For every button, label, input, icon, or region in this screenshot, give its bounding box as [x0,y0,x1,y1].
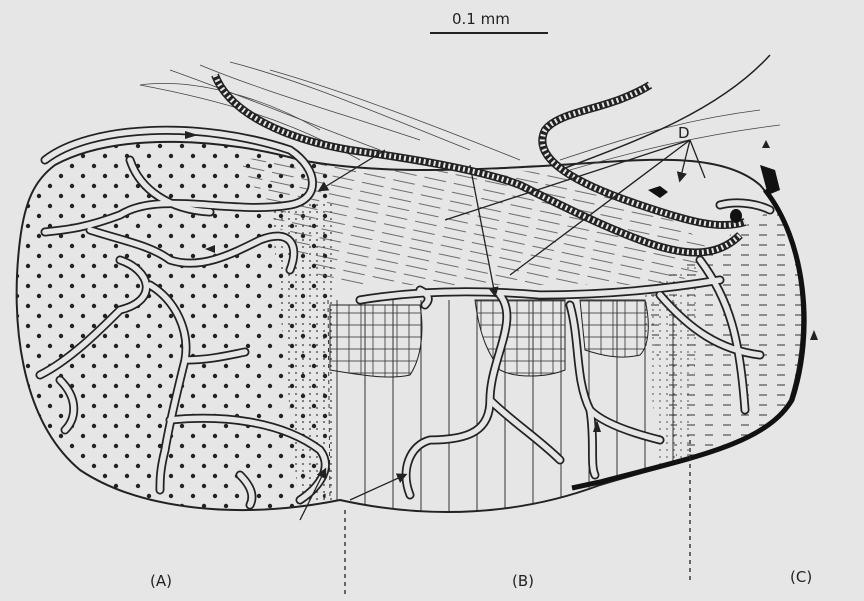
grid-block-1 [330,305,422,377]
scale-bar-label: 0.1 mm [452,10,510,28]
flow-arrow-5 [810,330,818,340]
region-a-label: (A) [150,572,172,590]
region-b-label: (B) [512,572,534,590]
callout-d-line-4 [690,140,705,178]
callout-d-label: D [678,124,690,142]
cell-oval [730,209,742,223]
scale-bar: 0.1 mm [430,10,548,33]
region-c-label: (C) [790,568,812,586]
flow-arrow-4 [762,140,770,148]
cell-vessel-opening [760,165,780,195]
grid-block-3 [580,300,648,357]
cell-spindle [648,186,668,198]
